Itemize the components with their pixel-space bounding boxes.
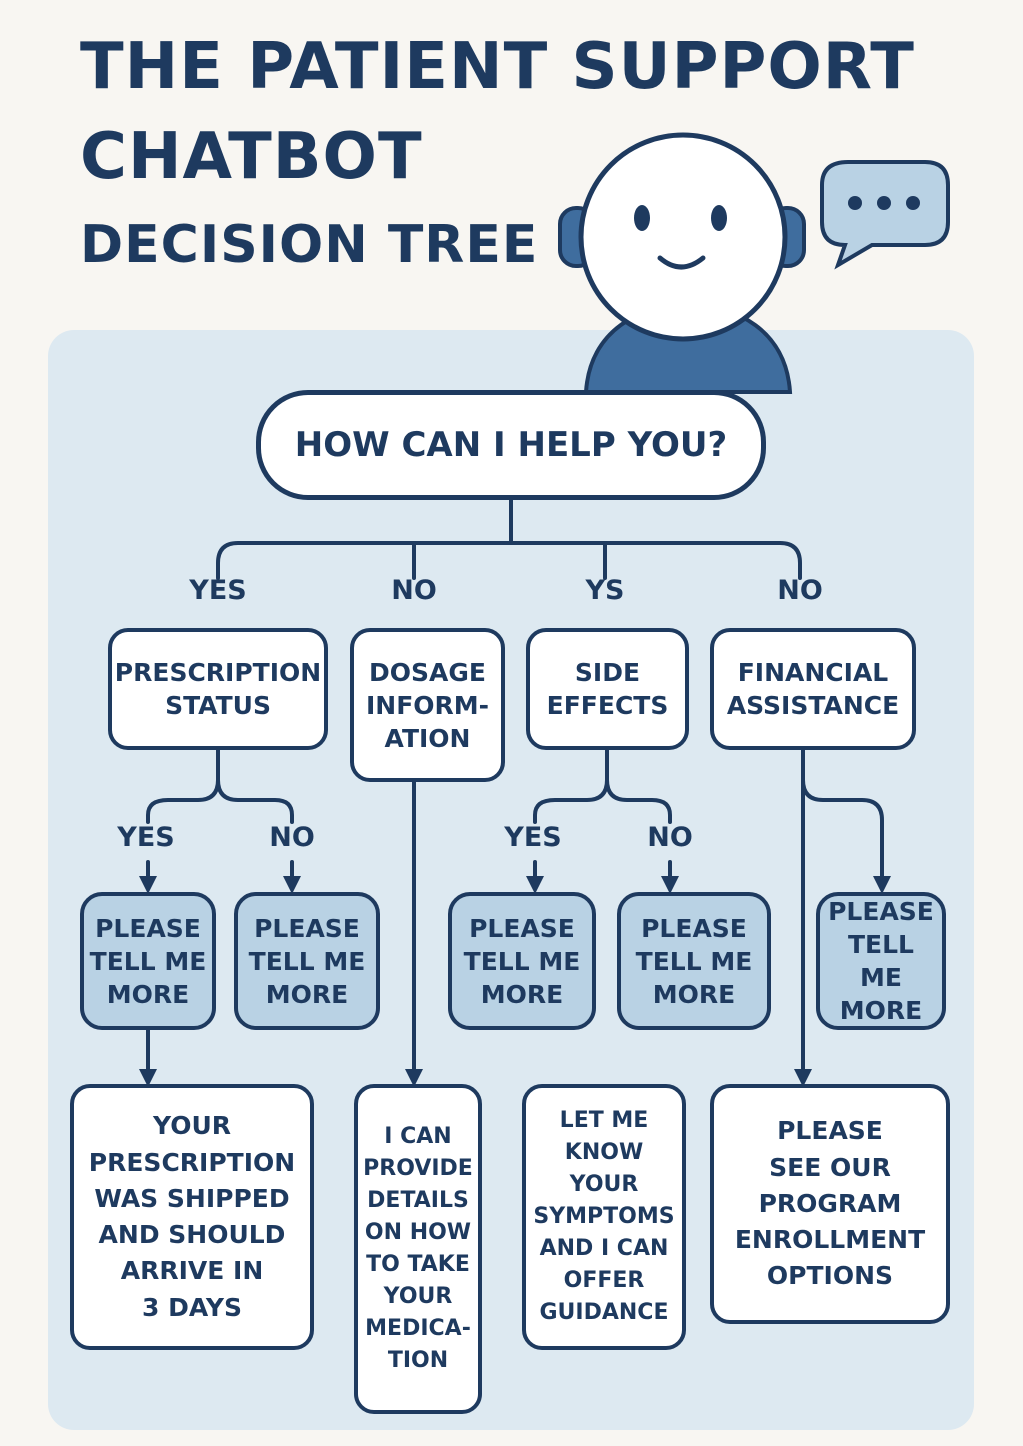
financial-answer-text: PLEASE SEE OUR PROGRAM ENROLLMENT OPTION… [734,1116,926,1291]
sub-label-prescription-yes: YES [117,822,175,853]
page-title-line-2: CHATBOT [80,120,423,194]
page-title-line-1: THE PATIENT SUPPORT [80,30,915,104]
prescription-status-node: PRESCRIPTION STATUS [108,628,328,750]
tell-me-more-node: PLEASE TELL ME MORE [816,892,946,1030]
prescription-answer-text: YOUR PRESCRIPTION WAS SHIPPED AND SHOULD… [88,1111,296,1322]
page-subtitle: DECISION TREE [80,215,539,275]
root-question-label: HOW CAN I HELP YOU? [294,424,728,465]
branch-label-side-effects: YS [585,575,625,606]
prescription-status-label: PRESCRIPTION STATUS [114,658,322,720]
side-effects-answer-node: LET ME KNOW YOUR SYMPTOMS AND I CAN OFFE… [522,1084,686,1350]
dosage-answer-text: I CAN PROVIDE DETAILS ON HOW TO TAKE YOU… [363,1124,473,1373]
root-question-node: HOW CAN I HELP YOU? [256,390,766,500]
dosage-information-label: DOSAGE INFORM- ATION [365,657,490,753]
tell-me-more-label: PLEASE TELL ME MORE [828,897,934,1025]
sub-label-side-effects-no: NO [647,822,693,853]
tell-me-more-node: PLEASE TELL ME MORE [617,892,771,1030]
dosage-information-node: DOSAGE INFORM- ATION [350,628,505,782]
sub-label-prescription-no: NO [269,822,315,853]
sub-label-side-effects-yes: YES [504,822,562,853]
tell-me-more-node: PLEASE TELL ME MORE [448,892,596,1030]
financial-assistance-label: FINANCIAL ASSISTANCE [726,658,900,720]
chat-bubble-icon [820,160,950,270]
branch-label-financial: NO [777,575,823,606]
financial-assistance-node: FINANCIAL ASSISTANCE [710,628,916,750]
robot-avatar-icon [558,132,806,394]
branch-label-prescription: YES [189,575,247,606]
side-effects-answer-text: LET ME KNOW YOUR SYMPTOMS AND I CAN OFFE… [533,1108,675,1325]
tell-me-more-label: PLEASE TELL ME MORE [463,913,581,1009]
tell-me-more-node: PLEASE TELL ME MORE [80,892,216,1030]
tell-me-more-node: PLEASE TELL ME MORE [234,892,380,1030]
financial-answer-node: PLEASE SEE OUR PROGRAM ENROLLMENT OPTION… [710,1084,950,1324]
prescription-answer-node: YOUR PRESCRIPTION WAS SHIPPED AND SHOULD… [70,1084,314,1350]
tell-me-more-label: PLEASE TELL ME MORE [248,913,366,1009]
robot-illustration [558,132,950,394]
tell-me-more-label: PLEASE TELL ME MORE [89,913,207,1009]
branch-label-dosage: NO [391,575,437,606]
side-effects-node: SIDE EFFECTS [526,628,689,750]
tell-me-more-label: PLEASE TELL ME MORE [635,913,753,1009]
side-effects-label: SIDE EFFECTS [546,658,669,720]
dosage-answer-node: I CAN PROVIDE DETAILS ON HOW TO TAKE YOU… [354,1084,482,1414]
